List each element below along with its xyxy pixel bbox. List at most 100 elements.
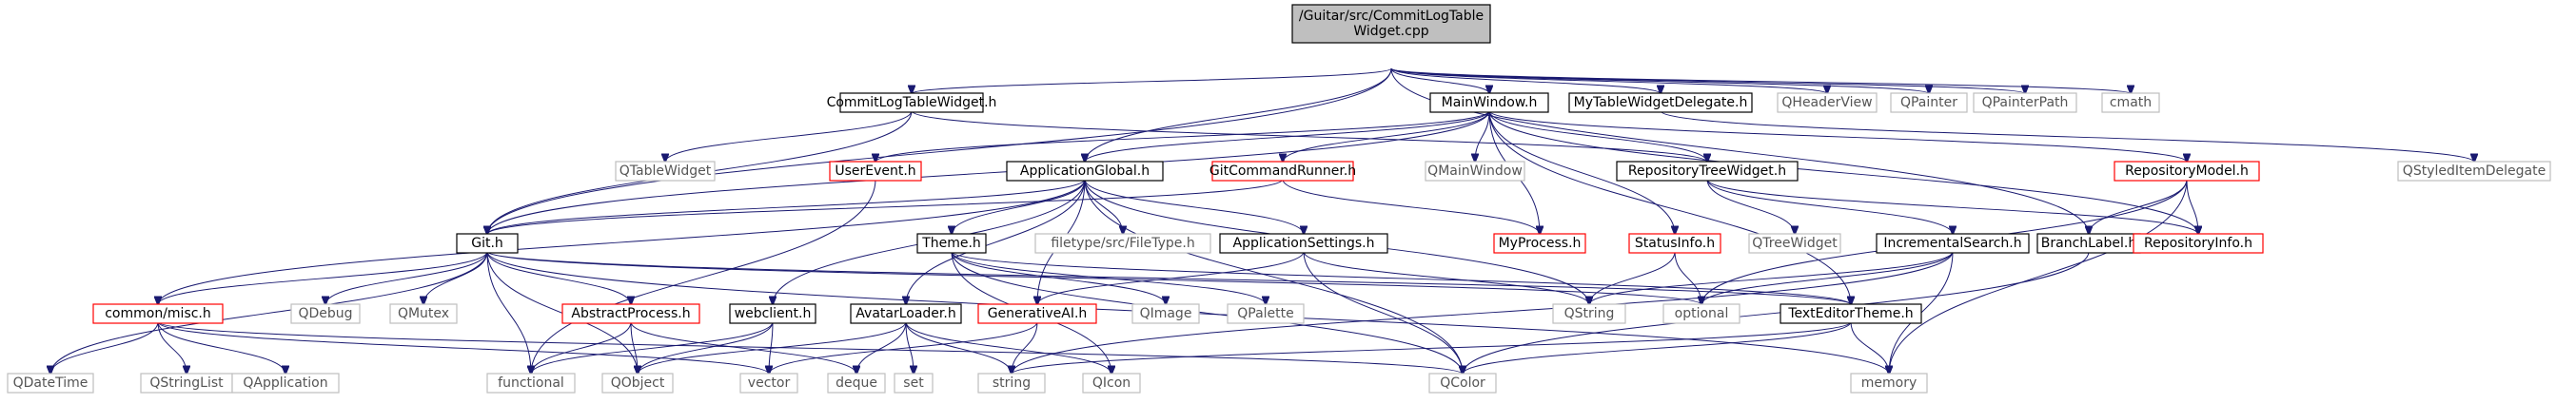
- node-branchlabel[interactable]: BranchLabel.h: [2036, 233, 2141, 254]
- node-box: [1006, 161, 1164, 182]
- edge-mw-to-statusinfo: [1488, 110, 1675, 235]
- node-label: QDebug: [298, 306, 352, 321]
- node-incsearch[interactable]: IncrementalSearch.h: [1876, 233, 2030, 254]
- node-gitcmd[interactable]: GitCommandRunner.h: [1209, 161, 1356, 182]
- edge-commonmisc-to-qapplication: [157, 321, 285, 375]
- node-avatarloader[interactable]: AvatarLoader.h: [850, 303, 962, 324]
- edge-git-to-functional: [486, 251, 531, 375]
- edge-commonmisc-to-qdatetime: [50, 321, 159, 375]
- edge-theme-to-qimage: [951, 251, 1166, 305]
- node-label: QIcon: [1092, 375, 1131, 391]
- node-box: [1131, 303, 1200, 324]
- node-label: AvatarLoader.h: [855, 306, 955, 321]
- edge-git-to-commonmisc: [158, 251, 488, 305]
- node-label: QTableWidget: [619, 164, 712, 179]
- node-generativeai[interactable]: GenerativeAI.h: [977, 303, 1097, 324]
- edge-incsearch-to-string: [1012, 251, 1954, 375]
- edge-mw-to-repomodel: [1488, 110, 2187, 163]
- node-label: QDateTime: [13, 375, 88, 391]
- node-label: QMainWindow: [1427, 164, 1523, 179]
- edge-appglobal-to-filetype: [1084, 179, 1123, 235]
- edge-repomodel-to-branchlabel: [2089, 179, 2188, 235]
- edge-repomodel-to-memory: [1889, 179, 2188, 375]
- edge-appglobal-to-git: [487, 179, 1086, 235]
- node-abstractprocess[interactable]: AbstractProcess.h: [561, 303, 700, 324]
- node-qicon: QIcon: [1082, 373, 1141, 394]
- node-qstringlist: QStringList: [140, 373, 233, 394]
- node-texteditortheme[interactable]: TextEditorTheme.h: [1780, 303, 1922, 324]
- node-statusinfo[interactable]: StatusInfo.h: [1628, 233, 1721, 254]
- node-box: [290, 303, 361, 324]
- node-box: [1748, 233, 1841, 254]
- node-functional: functional: [486, 373, 576, 394]
- node-box: [1777, 92, 1878, 113]
- node-deque: deque: [827, 373, 886, 394]
- node-label: MyTableWidgetDelegate.h: [1574, 95, 1748, 110]
- node-label: memory: [1861, 375, 1917, 391]
- node-qobject: QObject: [601, 373, 674, 394]
- node-box: [1973, 92, 2077, 113]
- edge-webclient-to-functional: [531, 321, 774, 375]
- node-qimage: QImage: [1131, 303, 1200, 324]
- node-qstyled: QStyledItemDelegate: [2397, 161, 2551, 182]
- node-box: [829, 161, 922, 182]
- edge-clt-to-qtablewidget: [665, 110, 913, 163]
- node-box: [916, 233, 987, 254]
- node-appglobal[interactable]: ApplicationGlobal.h: [1006, 161, 1164, 182]
- edge-gitcmd-to-myprocess: [1282, 179, 1540, 235]
- edge-avatarloader-to-string: [905, 321, 1012, 375]
- node-box: [1876, 233, 2030, 254]
- node-theme[interactable]: Theme.h: [916, 233, 987, 254]
- edge-webclient-to-qobject: [638, 321, 774, 375]
- edge-avatarloader-to-qicon: [905, 321, 1111, 375]
- node-qtablewidget: QTableWidget: [615, 161, 716, 182]
- node-label: RepositoryModel.h: [2125, 164, 2249, 179]
- node-box: [615, 161, 716, 182]
- node-root[interactable]: /Guitar/src/CommitLogTableWidget.cpp: [1291, 4, 1491, 44]
- edge-commonmisc-to-qstringlist: [157, 321, 187, 375]
- node-repotree[interactable]: RepositoryTreeWidget.h: [1616, 161, 1799, 182]
- node-box: [1211, 161, 1354, 182]
- edge-commonmisc-to-vector: [157, 321, 769, 375]
- node-qstring: QString: [1552, 303, 1626, 324]
- node-label: BranchLabel.h: [2041, 236, 2136, 251]
- node-box: [1227, 303, 1305, 324]
- node-repomodel[interactable]: RepositoryModel.h: [2114, 161, 2260, 182]
- node-label: UserEvent.h: [835, 164, 915, 179]
- node-repoinfo[interactable]: RepositoryInfo.h: [2133, 233, 2264, 254]
- node-label: ApplicationGlobal.h: [1020, 164, 1150, 179]
- edge-mtwd-to-qstyled: [1660, 110, 2474, 163]
- node-box: [2397, 161, 2551, 182]
- node-box: [894, 373, 934, 394]
- node-label: RepositoryInfo.h: [2144, 236, 2252, 251]
- node-mw[interactable]: MainWindow.h: [1429, 92, 1549, 113]
- node-box: [1425, 161, 1525, 182]
- edge-generativeai-to-vector: [769, 321, 1038, 375]
- node-label: QPainterPath: [1982, 95, 2069, 110]
- node-box: [1568, 92, 1753, 113]
- node-label: CommitLogTableWidget.h: [827, 95, 997, 110]
- edge-branchlabel-to-qcolor: [1463, 251, 2090, 375]
- node-git[interactable]: Git.h: [456, 233, 519, 254]
- node-userevent[interactable]: UserEvent.h: [829, 161, 922, 182]
- node-mtwd[interactable]: MyTableWidgetDelegate.h: [1568, 92, 1753, 113]
- edge-mw-to-gitcmd: [1283, 110, 1490, 163]
- node-label: vector: [748, 375, 791, 391]
- node-label: IncrementalSearch.h: [1883, 236, 2021, 251]
- edge-mw-to-repotree: [1488, 110, 1707, 163]
- node-qdatetime: QDateTime: [7, 373, 94, 394]
- node-qapplication: QApplication: [231, 373, 340, 394]
- node-label: QHeaderView: [1781, 95, 1872, 110]
- edge-appglobal-to-avatarloader: [906, 179, 1086, 305]
- node-webclient[interactable]: webclient.h: [729, 303, 816, 324]
- node-appsettings[interactable]: ApplicationSettings.h: [1219, 233, 1388, 254]
- node-clt[interactable]: CommitLogTableWidget.h: [827, 92, 997, 113]
- node-box: [1219, 233, 1388, 254]
- node-box: [850, 303, 962, 324]
- node-box: [1552, 303, 1626, 324]
- edge-git-to-qdatetime: [50, 251, 488, 375]
- edge-mw-to-appglobal: [1085, 110, 1490, 163]
- node-myprocess[interactable]: MyProcess.h: [1493, 233, 1586, 254]
- node-commonmisc[interactable]: common/misc.h: [92, 303, 224, 324]
- node-box: [1429, 92, 1549, 113]
